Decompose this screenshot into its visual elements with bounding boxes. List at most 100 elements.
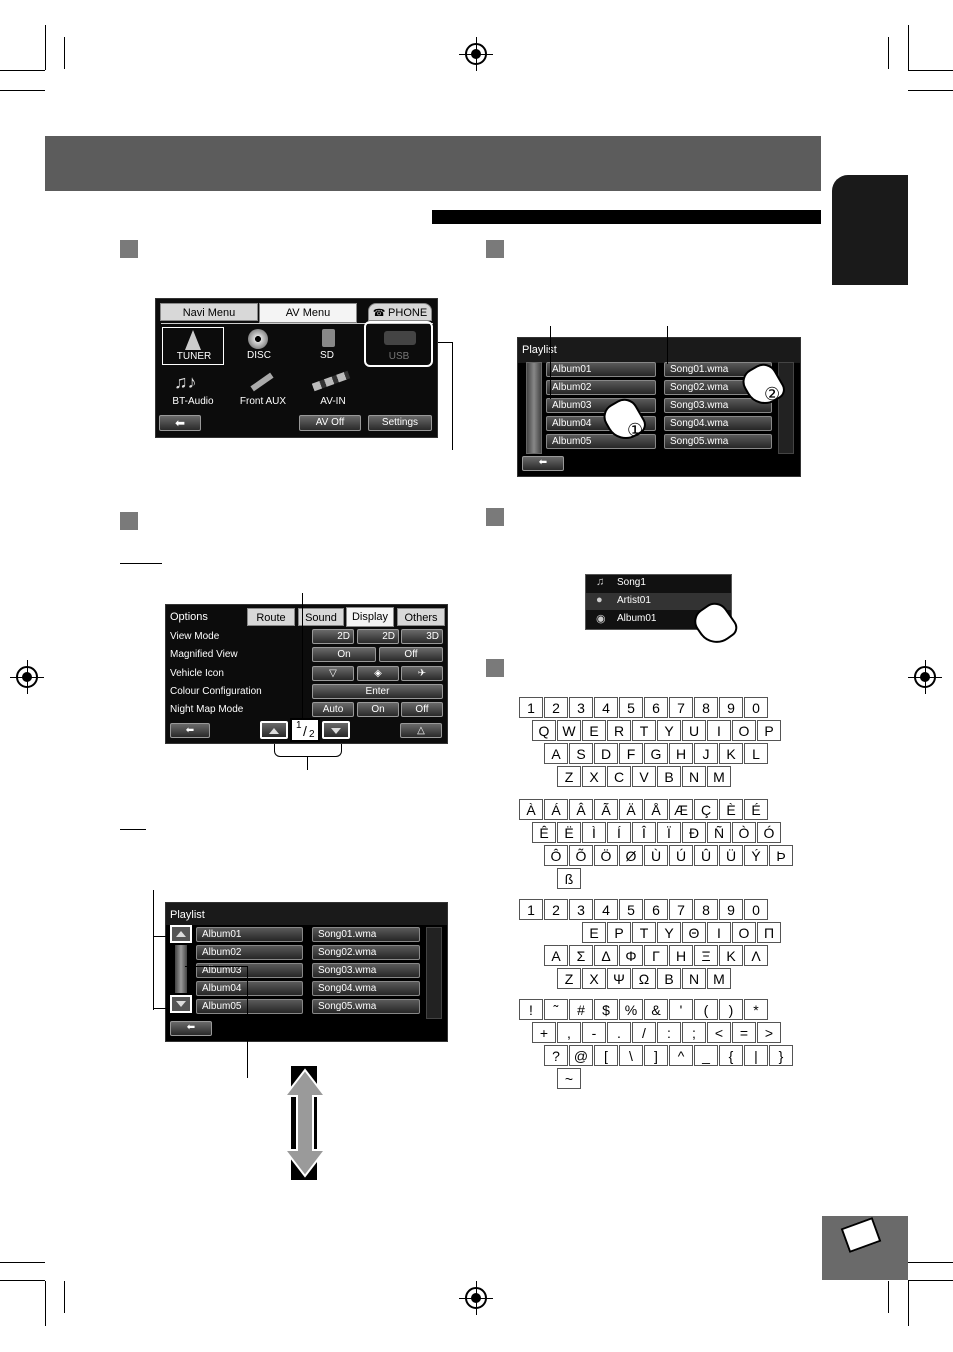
key[interactable]: : — [657, 1022, 681, 1043]
key[interactable]: Ο — [732, 922, 756, 943]
source-av-in-button[interactable]: AV-IN — [296, 370, 366, 409]
key[interactable]: 7 — [669, 899, 693, 920]
key[interactable]: 0 — [744, 697, 768, 718]
source-bt-audio-button[interactable]: ♫♪ BT-Audio — [162, 371, 224, 409]
tab-phone[interactable]: ☎ PHONE — [368, 303, 432, 321]
key[interactable]: Ô — [544, 845, 568, 866]
key[interactable]: Ç — [694, 799, 718, 820]
scrollbar[interactable] — [175, 945, 187, 993]
back-button[interactable]: ⬅ — [170, 723, 210, 738]
key[interactable]: L — [744, 743, 768, 764]
key[interactable]: ] — [644, 1045, 668, 1066]
magnified-on-button[interactable]: On — [312, 647, 376, 662]
album-item[interactable]: Album02 — [546, 380, 656, 395]
key[interactable]: W — [557, 720, 581, 741]
page-up-button[interactable] — [260, 721, 288, 739]
key[interactable]: ! — [519, 999, 543, 1020]
key[interactable]: Ζ — [557, 968, 581, 989]
song-item[interactable]: Song05.wma — [664, 434, 772, 449]
key[interactable]: M — [707, 766, 731, 787]
song-item[interactable]: Song04.wma — [664, 416, 772, 431]
key[interactable]: { — [719, 1045, 743, 1066]
key[interactable]: Ñ — [707, 822, 731, 843]
key[interactable]: K — [719, 743, 743, 764]
key[interactable]: N — [682, 766, 706, 787]
key[interactable]: G — [644, 743, 668, 764]
key[interactable]: J — [694, 743, 718, 764]
key[interactable]: Α — [544, 945, 568, 966]
key[interactable]: Ψ — [607, 968, 631, 989]
key[interactable]: < — [707, 1022, 731, 1043]
key[interactable]: D — [594, 743, 618, 764]
key[interactable]: 7 — [669, 697, 693, 718]
key[interactable]: Û — [694, 845, 718, 866]
key[interactable]: Ý — [744, 845, 768, 866]
key[interactable]: ~ — [557, 1068, 581, 1089]
album-item[interactable]: Album05 — [196, 999, 303, 1014]
song-item[interactable]: Song04.wma — [312, 981, 420, 996]
key[interactable]: Ρ — [607, 922, 631, 943]
key[interactable]: Í — [607, 822, 631, 843]
night-auto-button[interactable]: Auto — [312, 702, 354, 717]
key[interactable]: F — [619, 743, 643, 764]
magnified-off-button[interactable]: Off — [379, 647, 443, 662]
key[interactable]: Θ — [682, 922, 706, 943]
key[interactable]: ( — [694, 999, 718, 1020]
key[interactable]: Φ — [619, 945, 643, 966]
page-down-button[interactable] — [322, 721, 350, 739]
key[interactable]: Ι — [707, 922, 731, 943]
source-tuner-button[interactable]: TUNER — [162, 327, 224, 365]
tab-av-menu[interactable]: AV Menu — [259, 303, 357, 323]
night-on-button[interactable]: On — [357, 702, 399, 717]
key[interactable]: Â — [569, 799, 593, 820]
key[interactable]: É — [744, 799, 768, 820]
key[interactable]: Π — [757, 922, 781, 943]
back-button[interactable]: ⬅ — [159, 415, 201, 431]
song-item[interactable]: Song02.wma — [312, 945, 420, 960]
key[interactable]: Γ — [644, 945, 668, 966]
map-button[interactable]: △ — [400, 723, 442, 738]
tab-route[interactable]: Route — [247, 608, 295, 626]
key[interactable]: Q — [532, 720, 556, 741]
key[interactable]: 6 — [644, 697, 668, 718]
key[interactable]: Y — [657, 720, 681, 741]
album-item[interactable]: Album01 — [196, 927, 303, 942]
key[interactable]: ? — [544, 1045, 568, 1066]
view-mode-3d-button[interactable]: 3D — [401, 629, 443, 644]
song-item[interactable]: Song01.wma — [312, 927, 420, 942]
key[interactable]: Ó — [757, 822, 781, 843]
key[interactable]: Ä — [619, 799, 643, 820]
key[interactable]: Ν — [682, 968, 706, 989]
vehicle-icon-plane-button[interactable]: ✈ — [401, 666, 443, 681]
key[interactable]: H — [669, 743, 693, 764]
source-usb-button[interactable]: USB — [364, 321, 433, 367]
key[interactable]: Τ — [632, 922, 656, 943]
key[interactable]: Δ — [594, 945, 618, 966]
key[interactable]: Ξ — [694, 945, 718, 966]
key[interactable]: A — [544, 743, 568, 764]
key[interactable]: / — [632, 1022, 656, 1043]
back-button[interactable]: ⬅ — [170, 1021, 212, 1036]
key[interactable]: P — [757, 720, 781, 741]
key[interactable]: Ë — [557, 822, 581, 843]
av-off-button[interactable]: AV Off — [299, 415, 361, 431]
key[interactable]: + — [532, 1022, 556, 1043]
key[interactable]: ) — [719, 999, 743, 1020]
key[interactable]: 3 — [569, 697, 593, 718]
source-disc-button[interactable]: DISC — [228, 327, 290, 365]
key[interactable]: \ — [619, 1045, 643, 1066]
key[interactable]: Ò — [732, 822, 756, 843]
key[interactable]: _ — [694, 1045, 718, 1066]
key[interactable]: E — [582, 720, 606, 741]
view-mode-2d-heading-button[interactable]: 2D — [357, 629, 399, 644]
key[interactable]: 1 — [519, 899, 543, 920]
key[interactable]: Κ — [719, 945, 743, 966]
key[interactable]: À — [519, 799, 543, 820]
key[interactable]: T — [632, 720, 656, 741]
key[interactable]: Z — [557, 766, 581, 787]
key[interactable]: } — [769, 1045, 793, 1066]
key[interactable]: Ú — [669, 845, 693, 866]
key[interactable]: 2 — [544, 697, 568, 718]
scroll-up-button[interactable] — [170, 925, 192, 943]
key[interactable]: 4 — [594, 697, 618, 718]
